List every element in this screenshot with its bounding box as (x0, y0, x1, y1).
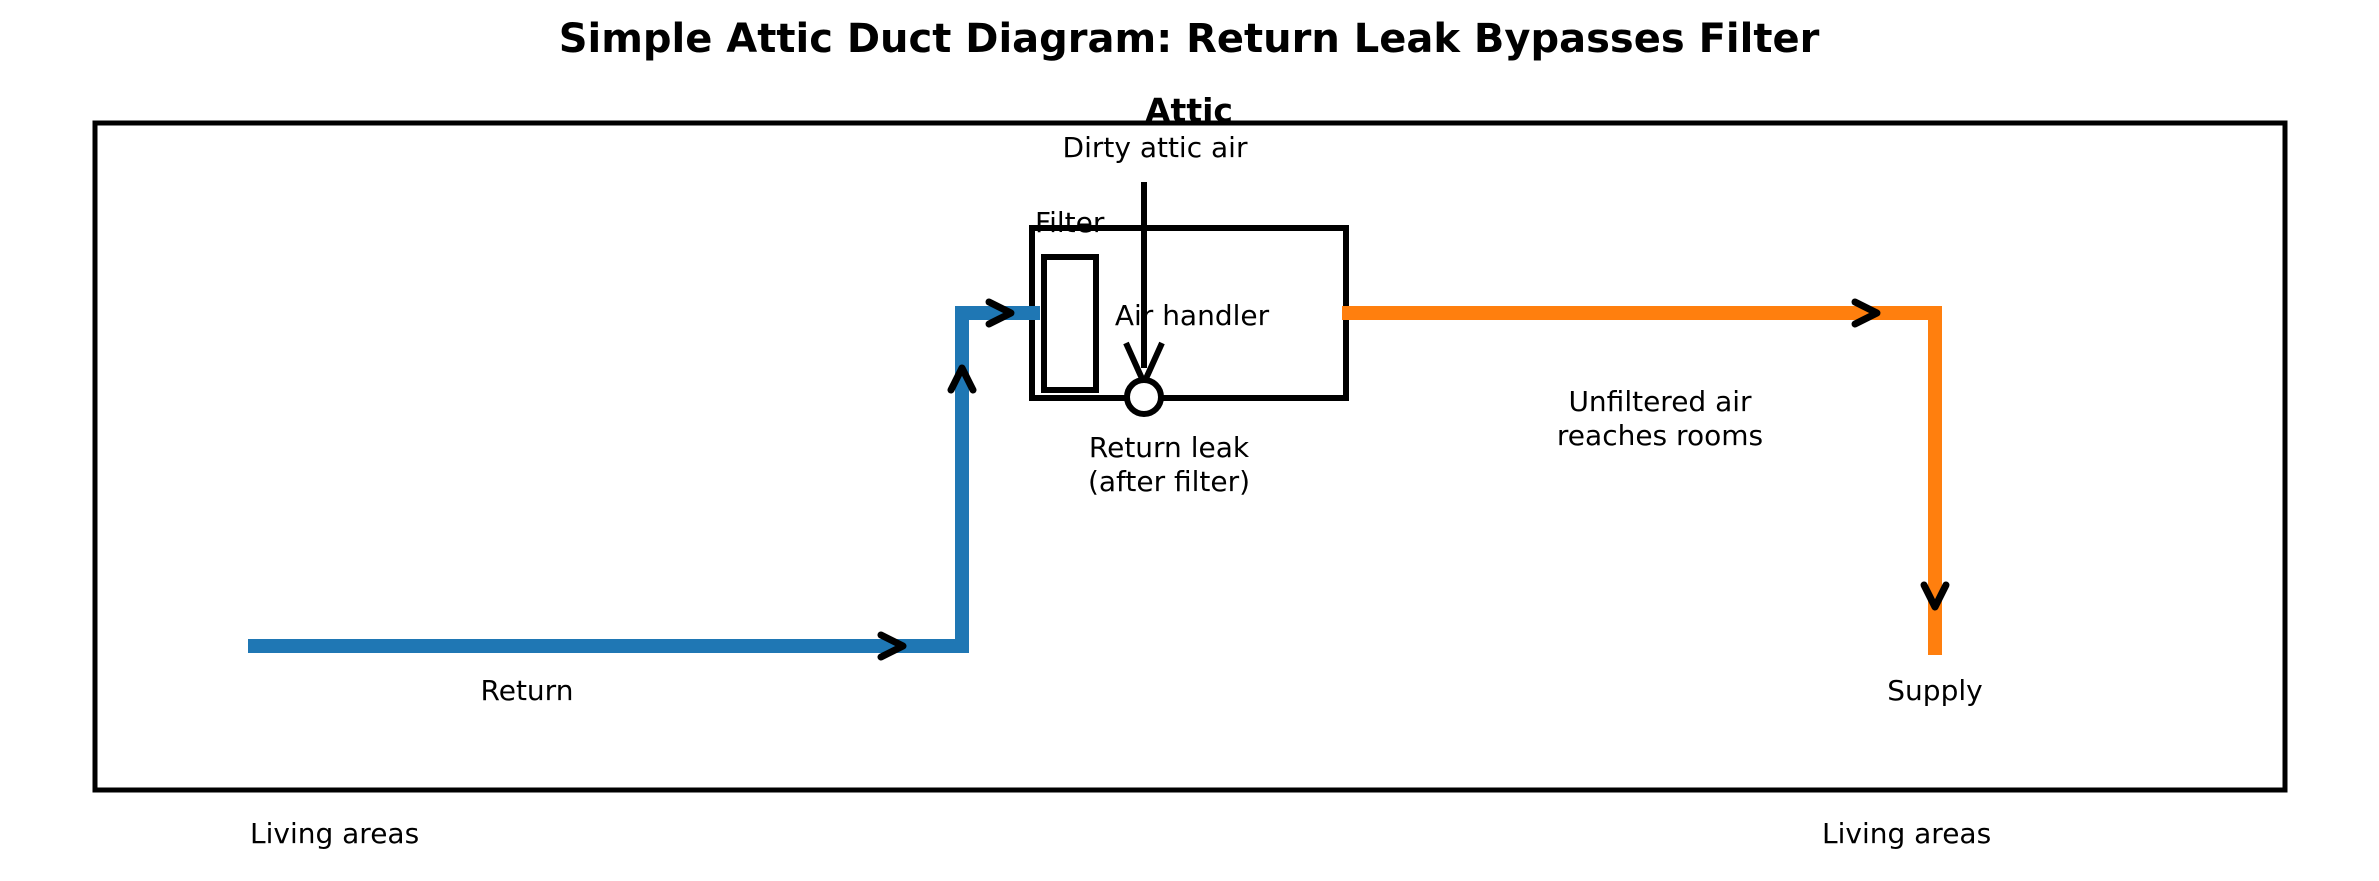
attic-enclosure-box (92, 120, 2288, 793)
living-areas-right-label: Living areas (1822, 817, 1991, 850)
living-areas-left-label: Living areas (250, 817, 419, 850)
supply-flow-arrow-down-icon (1920, 581, 1950, 611)
filter-label: Filter (1035, 206, 1105, 239)
unfiltered-air-label-line2: reaches rooms (1557, 419, 1763, 452)
air-handler-label: Air handler (1115, 299, 1270, 332)
supply-label: Supply (1887, 674, 1982, 707)
return-duct-path (248, 306, 1040, 653)
attic-label: Attic (1145, 91, 1233, 130)
return-flow-arrow-up-icon (947, 364, 977, 394)
page-title: Simple Attic Duct Diagram: Return Leak B… (559, 16, 1820, 62)
return-leak-label-line2: (after filter) (1088, 465, 1250, 498)
filter-element (1041, 254, 1099, 393)
return-flow-arrow-horizontal-icon (877, 631, 907, 661)
dirty-air-arrow-icon (1123, 182, 1165, 391)
return-label: Return (481, 674, 574, 707)
return-leak-label-line1: Return leak (1089, 431, 1250, 464)
return-leak-marker (1124, 377, 1164, 417)
dirty-attic-air-label: Dirty attic air (1063, 131, 1248, 164)
return-flow-arrow-into-handler-icon (985, 298, 1015, 328)
supply-flow-arrow-right-icon (1851, 298, 1881, 328)
supply-duct-path (1342, 306, 1942, 655)
unfiltered-air-label-line1: Unfiltered air (1568, 385, 1752, 418)
